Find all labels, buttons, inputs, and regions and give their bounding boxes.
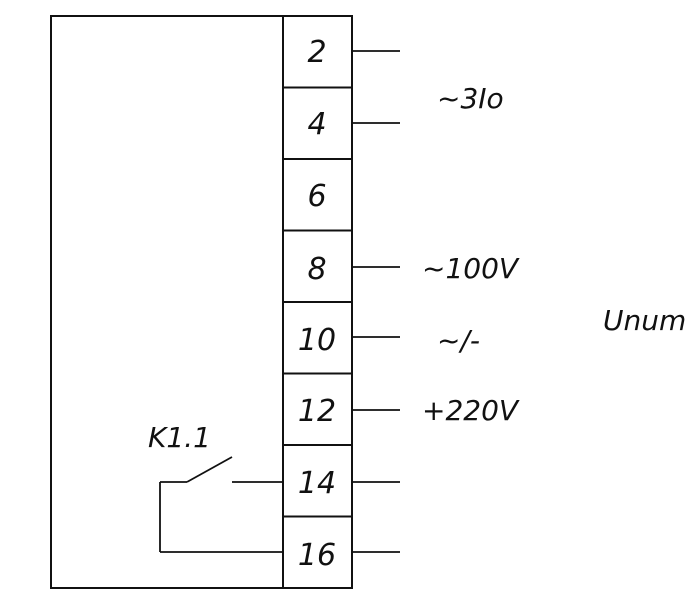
- terminal-12: 12: [298, 394, 336, 429]
- signal-label-voltage-acdc: ~/-: [437, 324, 480, 357]
- terminal-10: 10: [298, 323, 336, 358]
- signal-label-supply: Unum: [603, 304, 686, 337]
- terminal-16: 16: [298, 538, 336, 573]
- signal-label-current: ~3Io: [437, 82, 504, 115]
- relay-contact-blade: [186, 456, 233, 483]
- terminal-14: 14: [298, 466, 336, 501]
- relay-contact-label: K1.1: [148, 421, 211, 454]
- terminal-2: 2: [307, 35, 326, 70]
- signal-label-voltage-dc: +220V: [422, 394, 520, 427]
- terminal-6: 6: [307, 179, 326, 214]
- terminal-8: 8: [307, 252, 326, 287]
- terminal-4: 4: [307, 107, 326, 142]
- signal-label-voltage-ac: ~100V: [422, 252, 520, 285]
